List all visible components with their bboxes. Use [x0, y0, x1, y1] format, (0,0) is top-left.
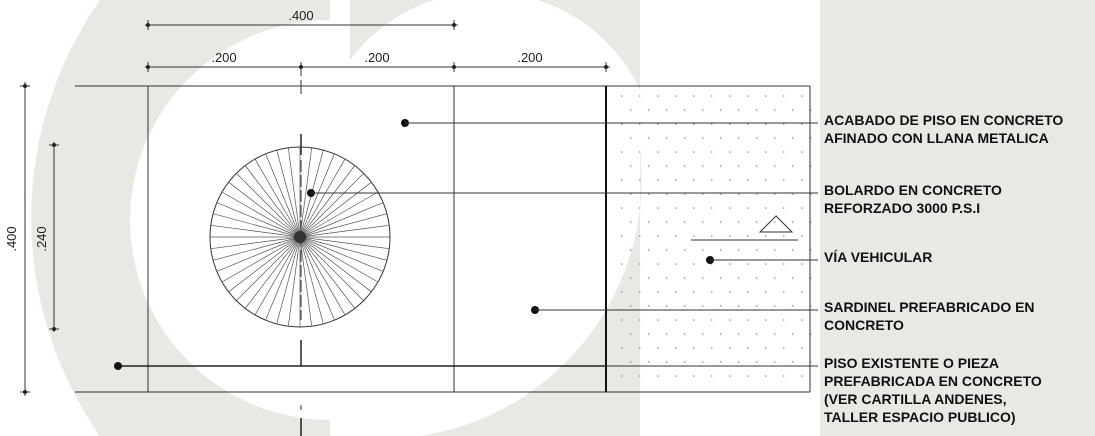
label-existing-floor-line-1: PISO EXISTENTE O PIEZA [824, 355, 999, 371]
label-bollard-line-1: BOLARDO EN CONCRETO [824, 182, 1002, 198]
label-finish-line-2: AFINADO CON LLANA METALICA [824, 130, 1049, 146]
watermark-logo [31, 0, 1095, 436]
plan-outline [75, 85, 811, 393]
road-dot-pattern [620, 95, 812, 377]
label-existing-floor-line-4: TALLER ESPACIO PUBLICO) [824, 409, 1016, 425]
dim-top-segment-1: .200 [211, 50, 236, 65]
road-level-symbol [691, 215, 798, 241]
bollard-radial-lines [210, 147, 390, 327]
dim-top-overall: .400 [288, 8, 313, 23]
dim-left-overall: .400 [4, 226, 19, 251]
callout-labels: ACABADO DE PISO EN CONCRETO AFINADO CON … [824, 112, 1063, 425]
label-finish-line-1: ACABADO DE PISO EN CONCRETO [824, 112, 1063, 128]
leader-lines [114, 119, 818, 370]
dim-left-inner: .240 [34, 226, 49, 251]
label-bollard-line-2: REFORZADO 3000 P.S.I [824, 200, 980, 216]
bollard-circle [209, 146, 391, 328]
label-curb-line-1: SARDINEL PREFABRICADO EN [824, 299, 1035, 315]
label-existing-floor-line-2: PREFABRICADA EN CONCRETO [824, 373, 1042, 389]
label-road: VÍA VEHICULAR [824, 249, 932, 265]
label-existing-floor-line-3: (VER CARTILLA ANDENES, [824, 391, 1007, 407]
label-curb-line-2: CONCRETO [824, 317, 904, 333]
top-dimensions: .400 .200 .200 .200 [145, 8, 610, 72]
dim-top-segment-2: .200 [364, 50, 389, 65]
dim-top-segment-3: .200 [517, 50, 542, 65]
left-dimensions: .400 .240 [4, 82, 59, 396]
